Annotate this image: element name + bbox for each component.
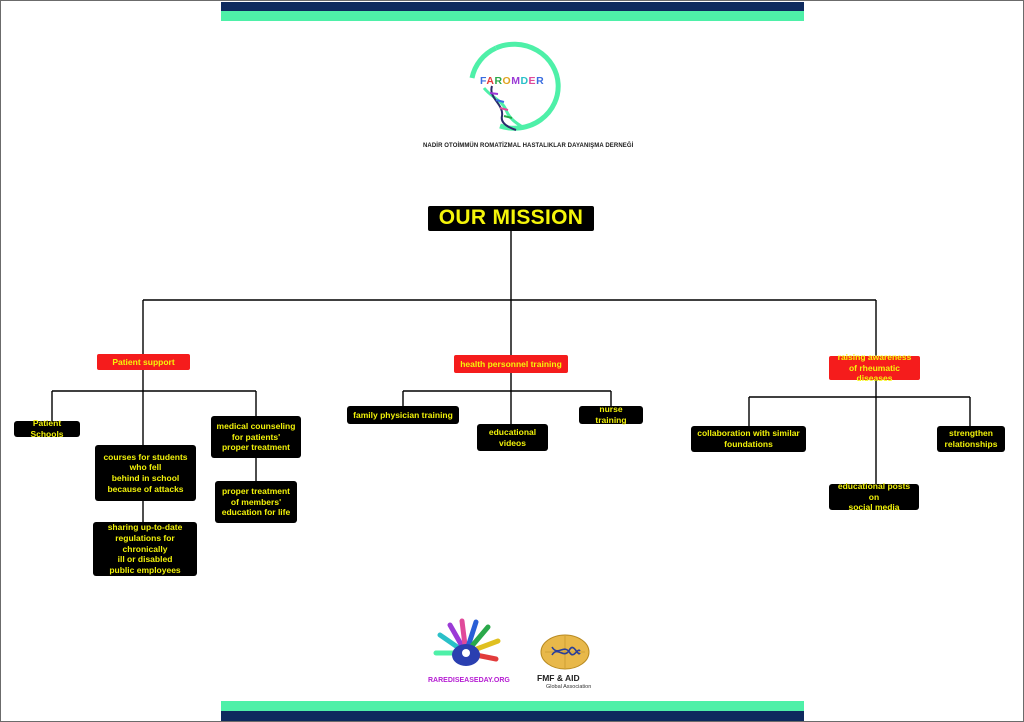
logo-letter: O: [502, 75, 512, 87]
node-strengthen-relationships: strengthen relationships: [937, 426, 1005, 452]
branch-patient-support: Patient support: [97, 354, 190, 370]
fmf-aid-subtitle: Global Association: [546, 684, 592, 690]
rare-disease-day-hands-icon: [433, 618, 501, 666]
fmf-aid-globe-icon: [540, 634, 590, 670]
mission-title: OUR MISSION: [428, 206, 594, 231]
logo-letter: F: [480, 75, 487, 87]
faromder-logo: [469, 41, 561, 131]
association-tagline: NADİR OTOİMMÜN ROMATİZMAL HASTALIKLAR DA…: [423, 143, 634, 149]
node-nurse-training: nurse training: [579, 404, 643, 425]
node-medical-counseling: medical counseling for patients' proper …: [211, 416, 301, 458]
logo-letter: D: [520, 75, 529, 87]
top-mint-band: [221, 11, 804, 21]
rare-disease-day-url: RAREDISEASEDAY.ORG: [428, 677, 510, 684]
node-educational-posts: educational posts on social media: [829, 481, 919, 512]
node-sharing-regulations: sharing up-to-date regulations for chron…: [93, 522, 197, 576]
node-family-physician-training: family physician training: [347, 406, 459, 424]
node-courses-for-students: courses for students who fell behind in …: [95, 445, 196, 501]
logo-letter: E: [528, 75, 537, 87]
logo-letter: R: [536, 75, 545, 87]
branch-health-personnel-training: health personnel training: [454, 355, 568, 373]
bottom-navy-band: [221, 711, 804, 721]
node-educational-videos: educational videos: [477, 424, 548, 451]
node-proper-treatment: proper treatment of members' education f…: [215, 481, 297, 523]
logo-letter: R: [494, 75, 503, 87]
bottom-mint-band: [221, 701, 804, 711]
logo-letter: A: [486, 75, 495, 87]
fmf-aid-name: FMF & AID: [537, 673, 580, 683]
branch-raising-awareness: raising awareness of rheumatic diseases: [829, 352, 920, 383]
node-collaboration-foundations: collaboration with similar foundations: [691, 426, 806, 452]
node-patient-schools: Patient Schools: [14, 418, 80, 439]
top-navy-band: [221, 2, 804, 11]
logo-wordmark: FAROMDER: [480, 75, 544, 87]
logo-letter: M: [511, 75, 521, 87]
